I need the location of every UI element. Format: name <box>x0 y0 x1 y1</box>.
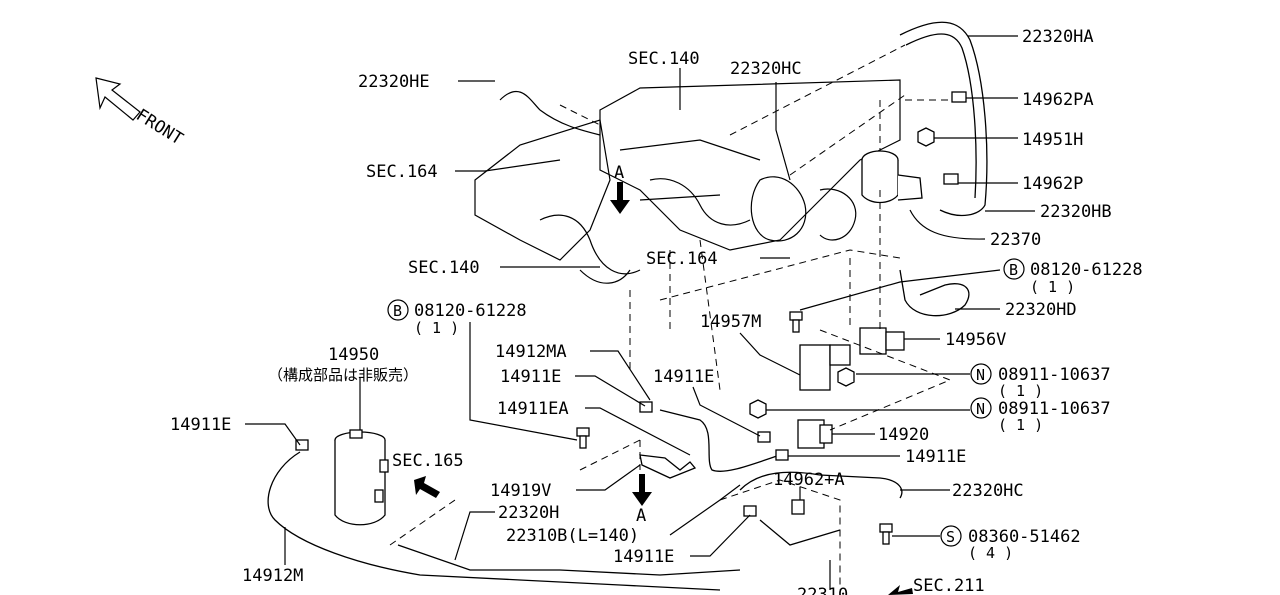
lower-hoses <box>267 409 903 591</box>
label-14919v: 14919V <box>490 481 551 501</box>
clip-icon <box>295 91 967 517</box>
label-14951h: 14951H <box>1022 130 1083 150</box>
label-nut-n2-qty: ( 1 ) <box>998 416 1043 434</box>
sec165-arrow-icon <box>414 476 440 498</box>
label-sec140-top: SEC.140 <box>628 49 700 69</box>
label-14911e-a: 14911E <box>500 367 561 387</box>
engine-manifold <box>474 79 901 284</box>
label-nut-n1: 08911-10637 <box>998 365 1111 385</box>
symbol-b-icon <box>387 258 1025 321</box>
canister-22370 <box>861 150 923 204</box>
canister-14950 <box>334 429 389 526</box>
label-14956v: 14956V <box>945 330 1006 350</box>
label-nut-n2: 08911-10637 <box>998 399 1111 419</box>
valve-14956v <box>799 327 905 391</box>
arrow-a-bottom-label: A <box>636 506 646 526</box>
label-22310b: 22310B(L=140) <box>506 526 639 546</box>
label-14911e-d: 14911E <box>905 447 966 467</box>
label-bolt-b-right: 08120-61228 <box>1030 260 1143 280</box>
label-22320hc-top: 22320HC <box>730 59 802 79</box>
label-sec164-mid: SEC.164 <box>646 249 718 269</box>
label-14912m: 14912M <box>242 566 303 586</box>
fuel-hoses-top <box>899 21 988 317</box>
label-22310: 22310 <box>797 585 848 595</box>
bracket-14919v <box>639 454 697 479</box>
reference-dashes <box>389 44 952 590</box>
symbol-b-text: B <box>393 302 402 320</box>
symbol-s-icon <box>940 525 962 547</box>
label-14911e-b: 14911E <box>653 367 714 387</box>
symbol-n-icon <box>970 363 992 419</box>
front-arrow-icon <box>95 77 141 121</box>
label-22320he: 22320HE <box>358 72 430 92</box>
label-sec164-left: SEC.164 <box>366 162 438 182</box>
label-22320h: 22320H <box>498 503 559 523</box>
label-14911ea: 14911EA <box>497 399 569 419</box>
label-14920: 14920 <box>878 425 929 445</box>
label-bolt-b-left-qty: ( 1 ) <box>414 319 459 337</box>
sec211-arrow-icon <box>888 585 913 595</box>
label-sec165: SEC.165 <box>392 451 464 471</box>
nut-icon <box>749 127 935 419</box>
label-14950-note: （構成部品は非販売） <box>268 366 418 384</box>
symbol-n-text: N <box>976 366 985 384</box>
label-14962a: 14962+A <box>773 470 845 490</box>
label-sec140-left: SEC.140 <box>408 258 480 278</box>
symbol-n-text: N <box>976 400 985 418</box>
label-nut-n1-qty: ( 1 ) <box>998 382 1043 400</box>
arrow-a-top-label: A <box>614 163 624 183</box>
label-22320hb: 22320HB <box>1040 202 1112 222</box>
label-bolt-b-left: 08120-61228 <box>414 301 527 321</box>
label-22370: 22370 <box>990 230 1041 250</box>
symbol-s-text: S <box>946 528 955 546</box>
label-bolt-b-right-qty: ( 1 ) <box>1030 278 1075 296</box>
label-14950: 14950 <box>328 345 379 365</box>
label-screw-s-qty: ( 4 ) <box>968 544 1013 562</box>
label-14912ma: 14912MA <box>495 342 567 362</box>
label-14962p: 14962P <box>1022 174 1083 194</box>
label-14957m: 14957M <box>700 312 761 332</box>
valve-14920 <box>797 419 833 449</box>
arrow-a-down-icon <box>610 182 652 506</box>
front-label: FRONT <box>132 105 186 149</box>
label-14911e-c: 14911E <box>170 415 231 435</box>
label-screw-s: 08360-51462 <box>968 527 1081 547</box>
symbol-b-text: B <box>1009 261 1018 279</box>
label-22320ha: 22320HA <box>1022 27 1094 47</box>
label-14911e-e: 14911E <box>613 547 674 567</box>
leader-lines <box>245 35 1035 590</box>
label-14962pa: 14962PA <box>1022 90 1094 110</box>
label-sec211: SEC.211 <box>913 576 985 595</box>
label-22320hd: 22320HD <box>1005 300 1077 320</box>
label-22320hc-bottom: 22320HC <box>952 481 1024 501</box>
bolt-icon <box>576 311 893 545</box>
